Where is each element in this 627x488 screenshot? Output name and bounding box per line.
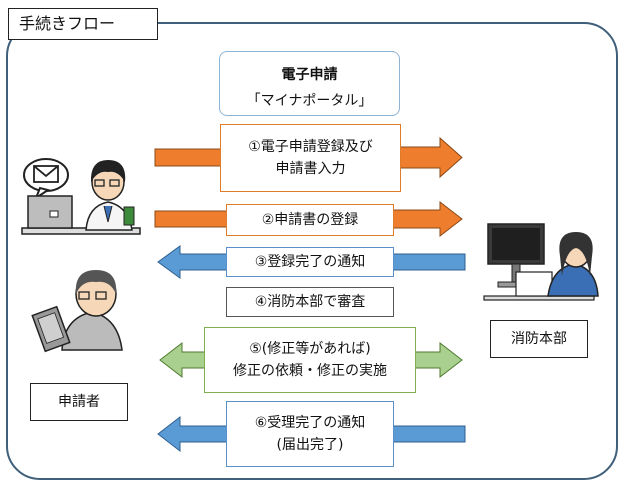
applicant-tablet-illustration [31, 270, 123, 353]
step-5-line-1: ⑤(修正等があれば) [249, 341, 371, 357]
arrow-step5-double [159, 341, 463, 379]
step-6-box: ⑥受理完了の通知 (届出完了) [226, 401, 394, 467]
step-3-line-1: ③登録完了の通知 [254, 254, 366, 270]
step-1-line-1: ①電子申請登録及び [248, 139, 373, 155]
arrow-step3-left [157, 245, 466, 279]
step-5-box: ⑤(修正等があれば) 修正の依頼・修正の実施 [204, 327, 416, 393]
portal-box: 電子申請 「マイナポータル」 [219, 51, 400, 116]
step-1-box: ①電子申請登録及び 申請書入力 [220, 124, 401, 192]
step-3-box: ③登録完了の通知 [226, 247, 394, 277]
step-2-box: ②申請書の登録 [226, 204, 394, 236]
step-4-box: ④消防本部で審査 [226, 287, 394, 317]
flow-frame [6, 22, 618, 480]
step-6-line-2: (届出完了) [276, 437, 344, 453]
step-2-line-1: ②申請書の登録 [261, 212, 359, 228]
arrow-step2-right [154, 200, 463, 238]
step-4-line-1: ④消防本部で審査 [254, 294, 366, 310]
fire-department-staff-illustration [483, 223, 599, 301]
fire-department-label: 消防本部 [490, 320, 588, 358]
arrow-step1-right [154, 136, 463, 179]
portal-service-name: 「マイナポータル」 [246, 93, 373, 109]
step-6-line-1: ⑥受理完了の通知 [254, 415, 366, 431]
applicant-label: 申請者 [30, 383, 128, 421]
step-1-line-2: 申請書入力 [275, 161, 346, 177]
applicant-laptop-illustration [21, 158, 141, 235]
step-5-line-2: 修正の依頼・修正の実施 [233, 363, 387, 379]
portal-name: 電子申請 [281, 67, 338, 83]
flow-title: 手続きフロー [8, 8, 158, 40]
